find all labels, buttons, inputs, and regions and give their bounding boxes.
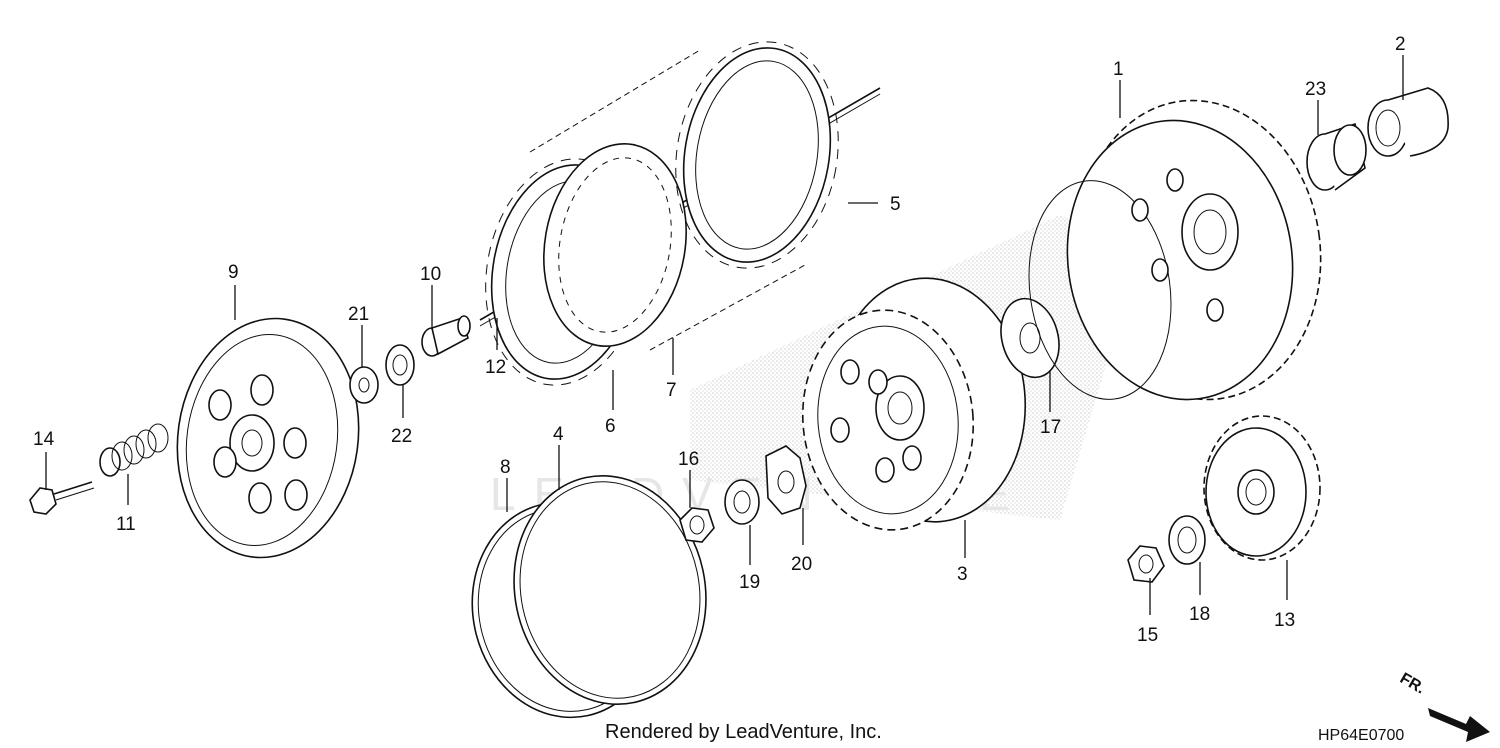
part-23-needle-bearing[interactable] [1306,122,1367,191]
callout-17[interactable]: 17 [1040,417,1061,438]
callout-6[interactable]: 6 [605,416,616,437]
callout-18[interactable]: 18 [1189,604,1210,625]
part-13-primary-drive-gear[interactable] [1203,415,1321,561]
callout-13[interactable]: 13 [1274,610,1295,631]
part-7-clutch-plate[interactable] [528,132,701,357]
leader-lines [45,55,1404,615]
part-10-lifter-piece[interactable] [421,315,471,357]
part-4-o-ring[interactable] [493,458,727,722]
plate-stack-outline [529,49,806,351]
arrow-right-icon [1428,708,1490,742]
front-label: FR. [1397,670,1428,698]
callout-3[interactable]: 3 [957,564,968,585]
part-1-clutch-outer[interactable] [1015,85,1339,415]
part-18-washer[interactable] [1168,515,1206,565]
part-9-pressure-plate[interactable] [162,307,374,570]
callout-21[interactable]: 21 [348,304,369,325]
callout-1[interactable]: 1 [1113,59,1124,80]
part-20-lock-plate[interactable] [765,445,807,515]
part-19-lock-washer[interactable] [724,479,760,525]
callout-5[interactable]: 5 [890,194,901,215]
part-21-washer[interactable] [349,366,379,404]
footer-credit: Rendered by LeadVenture, Inc. [605,721,882,743]
callout-19[interactable]: 19 [739,572,760,593]
callout-12[interactable]: 12 [485,357,506,378]
part-22-bearing[interactable] [385,344,415,386]
part-14-bolt[interactable] [29,481,95,515]
drawing-code: HP64E0700 [1318,727,1404,744]
part-15-nut[interactable] [1127,545,1165,583]
part-3-clutch-center[interactable] [794,270,1036,537]
part-16-nut[interactable] [679,507,715,543]
callout-23[interactable]: 23 [1305,79,1326,100]
part-11-clutch-spring[interactable] [99,423,169,477]
part-17-thrust-washer[interactable] [993,292,1068,384]
callout-20[interactable]: 20 [791,554,812,575]
callout-15[interactable]: 15 [1137,625,1158,646]
callout-2[interactable]: 2 [1395,34,1406,55]
part-2-collar[interactable] [1367,87,1449,157]
callout-4[interactable]: 4 [553,424,564,445]
callout-22[interactable]: 22 [391,426,412,447]
part-5-friction-disc[interactable] [658,29,855,281]
callout-14[interactable]: 14 [33,429,55,450]
front-direction-indicator: FR. [1397,670,1490,742]
callout-7[interactable]: 7 [666,380,677,401]
callout-8[interactable]: 8 [500,457,511,478]
callout-10[interactable]: 10 [420,264,441,285]
callout-11[interactable]: 11 [116,514,136,535]
callout-16[interactable]: 16 [678,449,699,470]
callout-labels: 1 2 3 4 5 6 7 8 9 10 11 12 13 14 15 16 1… [33,34,1406,646]
callout-9[interactable]: 9 [228,262,239,283]
